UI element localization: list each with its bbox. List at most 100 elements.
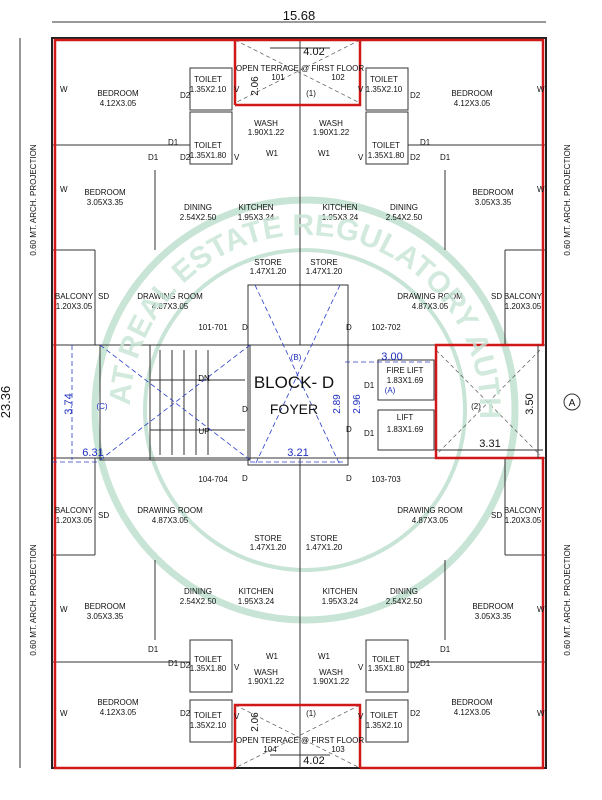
room-drawing-tr-size: 4.87X3.05 xyxy=(412,302,449,311)
room-toilet2-bl-size: 1.35X1.80 xyxy=(190,664,227,673)
room-toilet-br-size: 1.35X2.10 xyxy=(366,721,403,730)
room-toilet2-tl-name: TOILET xyxy=(194,141,222,150)
terrace-top-unit-102: 102 xyxy=(331,73,345,82)
window-w1-mark: W1 xyxy=(266,652,279,661)
room-drawing-bl-size: 4.87X3.05 xyxy=(152,516,189,525)
window-mark: W xyxy=(60,185,68,194)
mark-c: (C) xyxy=(96,402,107,411)
room-wash-tr-size: 1.90X1.22 xyxy=(313,128,350,137)
room-drawing-br-size: 4.87X3.05 xyxy=(412,516,449,525)
door-d1-mark: D1 xyxy=(420,138,431,147)
room-bedroom2-bl-name: BEDROOM xyxy=(84,602,126,611)
terrace-bottom-mark: (1) xyxy=(306,709,316,718)
stair-width-dim: 6.31 xyxy=(82,447,103,459)
sliding-door-mark: SD xyxy=(491,292,502,301)
room-dining-bl-name: DINING xyxy=(184,587,212,596)
room-drawing-br-name: DRAWING ROOM xyxy=(397,506,463,515)
room-drawing-tl-name: DRAWING ROOM xyxy=(137,292,203,301)
room-balcony-br-size: 1.20X3.05 xyxy=(505,516,542,525)
room-balcony-tl-name: BALCONY xyxy=(55,292,94,301)
sliding-door-mark: SD xyxy=(98,292,109,301)
room-store-tl-name: STORE xyxy=(254,258,281,267)
room-kitchen-bl-name: KITCHEN xyxy=(238,587,273,596)
overall-width-dim: 15.68 xyxy=(283,8,316,23)
overall-height-dim: 23.36 xyxy=(0,386,13,419)
door-d2-mark: D2 xyxy=(410,91,421,100)
terrace-bottom-width-dim: 4.02 xyxy=(303,755,324,767)
room-dining-br-name: DINING xyxy=(390,587,418,596)
room-dining-tl-size: 2.54X2.50 xyxy=(180,213,217,222)
room-wash-tl-size: 1.90X1.22 xyxy=(248,128,285,137)
door-d2-mark: D2 xyxy=(410,709,421,718)
vent-mark: V xyxy=(234,663,240,672)
door-d2-mark: D2 xyxy=(180,91,191,100)
mark-a: (A) xyxy=(385,386,396,395)
door-d2-mark: D2 xyxy=(410,153,421,162)
vent-mark: V xyxy=(358,712,364,721)
room-bedroom2-tl-name: BEDROOM xyxy=(84,188,126,197)
stair-height-dim: 3.74 xyxy=(63,393,75,414)
projection-label-bottom-right: 0.60 MT. ARCH. PROJECTION xyxy=(563,544,572,655)
room-wash-bl-size: 1.90X1.22 xyxy=(248,677,285,686)
room-dining-tr-size: 2.54X2.50 xyxy=(386,213,423,222)
terrace-top-unit-101: 101 xyxy=(271,73,285,82)
vent-mark: V xyxy=(358,663,364,672)
room-kitchen-bl-size: 1.95X3.24 xyxy=(238,597,275,606)
room-drawing-tr-name: DRAWING ROOM xyxy=(397,292,463,301)
unit-104-704: 104-704 xyxy=(198,475,228,484)
door-d2-mark: D2 xyxy=(180,153,191,162)
room-balcony-tr-size: 1.20X3.05 xyxy=(505,302,542,311)
projection-label-top-left: 0.60 MT. ARCH. PROJECTION xyxy=(29,144,38,255)
section-marker-a: A xyxy=(569,398,576,409)
block-title: BLOCK- D xyxy=(254,373,334,392)
room-toilet-tl-size: 1.35X2.10 xyxy=(190,85,227,94)
foyer-label: FOYER xyxy=(270,401,318,417)
cutout-height-dim: 3.50 xyxy=(524,393,536,414)
red-boundary xyxy=(53,38,545,770)
room-dining-bl-size: 2.54X2.50 xyxy=(180,597,217,606)
room-store-br-size: 1.47X1.20 xyxy=(306,543,343,552)
door-d2-mark: D2 xyxy=(180,661,191,670)
room-toilet2-tr-name: TOILET xyxy=(372,141,400,150)
terrace-top-mark: (1) xyxy=(306,89,316,98)
mark-b: (B) xyxy=(291,353,302,362)
dashed-cutouts xyxy=(99,39,541,769)
room-lift-size: 1.83X1.69 xyxy=(387,425,424,434)
sliding-door-mark: SD xyxy=(491,511,502,520)
door-d1-mark: D1 xyxy=(440,153,451,162)
window-mark: W xyxy=(537,709,545,718)
room-bedroom2-tl-size: 3.05X3.35 xyxy=(87,198,124,207)
room-toilet-tr-name: TOILET xyxy=(370,75,398,84)
room-kitchen-tl-name: KITCHEN xyxy=(238,203,273,212)
window-mark: W xyxy=(537,85,545,94)
room-bedroom-tl-size: 4.12X3.05 xyxy=(100,99,137,108)
door-mark: D xyxy=(242,323,248,332)
door-d1-mark: D1 xyxy=(364,381,375,390)
room-bedroom-br-name: BEDROOM xyxy=(451,698,493,707)
unit-101-701: 101-701 xyxy=(198,323,228,332)
room-drawing-tl-size: 4.87X3.05 xyxy=(152,302,189,311)
room-bedroom-tl-name: BEDROOM xyxy=(97,89,139,98)
room-store-br-name: STORE xyxy=(310,534,337,543)
room-toilet2-tr-size: 1.35X1.80 xyxy=(368,151,405,160)
room-bedroom2-br-name: BEDROOM xyxy=(472,602,514,611)
terrace-top-height-dim: 2.06 xyxy=(250,76,261,96)
terrace-bottom-unit-104: 104 xyxy=(263,745,277,754)
window-mark: W xyxy=(537,185,545,194)
door-window-marks: W W W W W W W W D2 D2 D2 D2 D2 D2 D2 D2 … xyxy=(60,85,545,721)
room-drawing-bl-name: DRAWING ROOM xyxy=(137,506,203,515)
room-bedroom2-tr-name: BEDROOM xyxy=(472,188,514,197)
terrace-top-width-dim: 4.02 xyxy=(303,46,324,58)
room-store-tl-size: 1.47X1.20 xyxy=(250,267,287,276)
room-wash-bl-name: WASH xyxy=(254,668,278,677)
room-toilet-bl-name: TOILET xyxy=(194,711,222,720)
room-wash-tr-name: WASH xyxy=(319,119,343,128)
building-outline xyxy=(51,37,547,769)
room-store-tr-name: STORE xyxy=(310,258,337,267)
room-fire-lift-size: 1.83X1.69 xyxy=(387,376,424,385)
rera-watermark-seal xyxy=(91,196,519,624)
vent-mark: V xyxy=(234,85,240,94)
door-d1-mark: D1 xyxy=(168,659,179,668)
window-mark: W xyxy=(537,605,545,614)
